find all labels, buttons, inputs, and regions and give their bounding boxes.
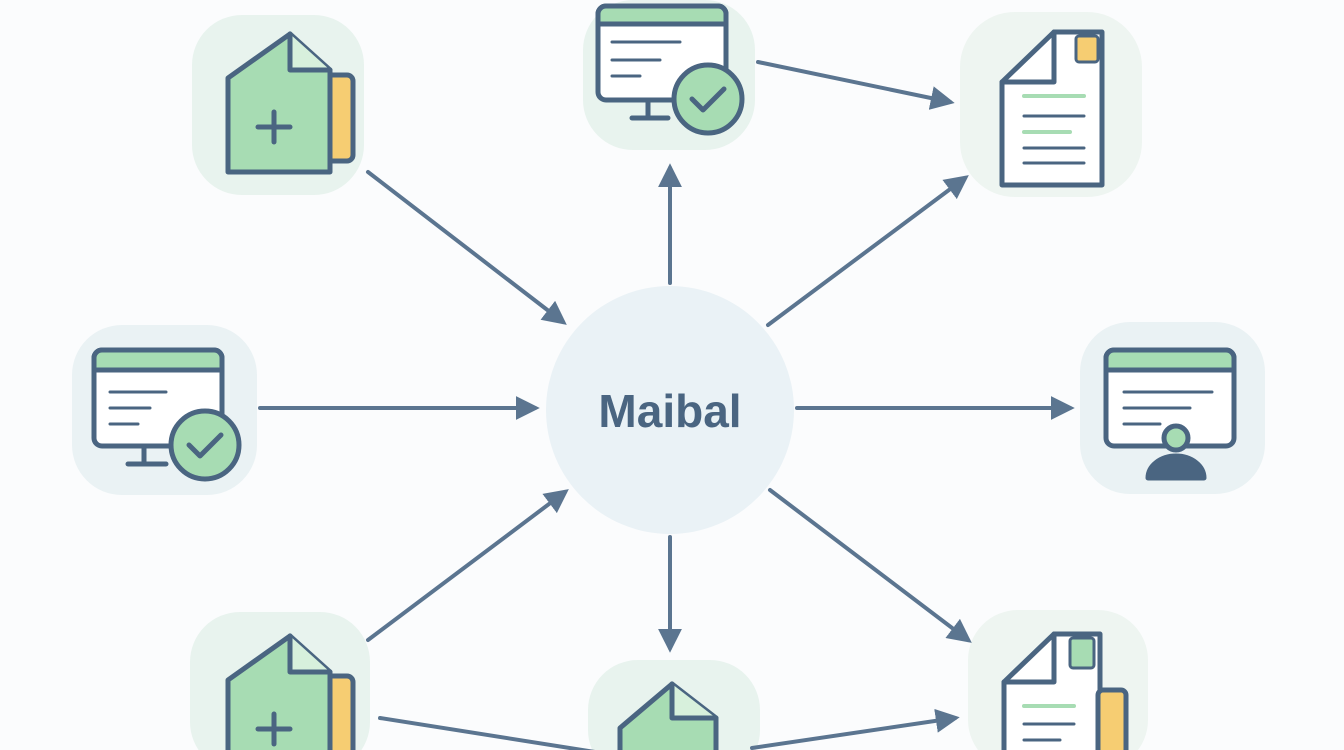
arrow-bottom-to-bottom-right — [750, 708, 960, 750]
monitor-check-icon — [91, 347, 242, 482]
arrow-top-left-to-hub — [366, 170, 567, 325]
file-plus-with-usb-icon — [225, 633, 356, 750]
arrow-top-to-top-right — [756, 60, 955, 110]
arrow-bottom-left-to-bottom — [378, 716, 596, 750]
arrow-hub-to-top-right — [766, 175, 969, 327]
document-usb-icon — [1001, 631, 1129, 750]
file-icon — [617, 681, 719, 750]
file-plus-with-usb-icon — [225, 31, 356, 175]
hub-circle — [546, 286, 794, 534]
hub-label: Maibal — [598, 385, 741, 437]
hub-node: Maibal — [546, 286, 794, 534]
monitor-user-icon — [1103, 347, 1237, 481]
connector-arrows — [258, 60, 1075, 750]
arrow-bottom-left-to-hub — [366, 489, 569, 642]
arrow-hub-to-bottom-right — [768, 488, 972, 643]
document-lines-icon — [999, 29, 1105, 188]
monitor-check-icon — [595, 3, 745, 136]
